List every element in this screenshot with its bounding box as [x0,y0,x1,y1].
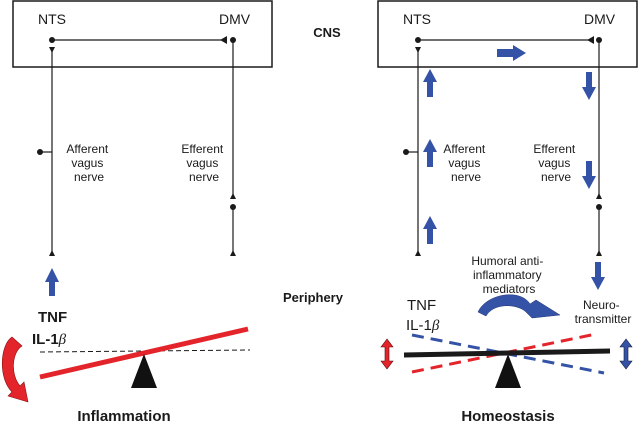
nts-label-left: NTS [38,11,66,27]
afferent-branch-node-left [37,149,43,155]
caption-homeostasis: Homeostasis [461,408,554,425]
oscillation-dashed-red [411,332,597,374]
efferent-down-arrow-2 [582,161,596,189]
red-double-arrow [380,338,394,370]
fulcrum-left [131,354,157,388]
fulcrum-right [495,354,521,388]
tnf-label-right: TNF [407,297,436,314]
efferent-terminal-mid-left [230,193,236,199]
signal-up-arrow-left [45,268,59,296]
afferent-up-arrow-2 [423,139,437,167]
caption-inflammation: Inflammation [77,408,170,425]
il1b-label-left: IL-1β [32,331,67,348]
nts-node-left [49,37,55,43]
cns-box-left [12,0,273,68]
afferent-terminal-bottom-left [49,250,55,256]
afferent-up-arrow-3 [423,216,437,244]
neurotransmitter-label: Neuro- transmitter [575,298,632,326]
tnf-label-left: TNF [38,309,67,326]
nts-label-right: NTS [403,11,431,27]
efferent-terminal-bottom-left [230,250,236,256]
dmv-label-right: DMV [584,11,616,27]
humoral-mediators-label: Humoral anti- inflammatory mediators [471,254,546,296]
efferent-label-right: Efferent vagus nerve [533,142,578,184]
periphery-region-label: Periphery [283,290,344,305]
afferent-up-arrow-1 [423,69,437,97]
efferent-terminal-bottom-right [596,250,602,256]
dmv-input-terminal-left [220,36,227,44]
efferent-terminal-mid-right [596,193,602,199]
right-panel: NTS DMV Afferent vagus nerve [377,0,638,425]
positive-feedback-arrow [1,336,29,403]
efferent-label-left: Efferent vagus nerve [181,142,226,184]
inflammation-beam [39,326,249,380]
efferent-down-arrow-1 [582,72,596,100]
nts-node-right [415,37,421,43]
afferent-terminal-bottom-right [415,250,421,256]
cns-box-right [377,0,638,68]
dmv-label-left: DMV [219,11,251,27]
dmv-input-terminal-right [587,36,594,44]
afferent-label-left: Afferent vagus nerve [66,142,111,184]
signal-right-arrow-cns [497,45,526,61]
homeostasis-beam [403,348,611,358]
il1b-label-right: IL-1β [406,317,440,334]
afferent-branch-node-right [403,149,409,155]
efferent-down-arrow-3 [591,262,605,290]
blue-double-arrow [619,338,633,370]
humoral-curved-arrow [477,294,561,319]
cns-region-label: CNS [313,25,341,40]
left-panel: NTS DMV Afferent vagus nerve Efferent va… [1,0,273,425]
afferent-label-right: Afferent vagus nerve [443,142,488,184]
